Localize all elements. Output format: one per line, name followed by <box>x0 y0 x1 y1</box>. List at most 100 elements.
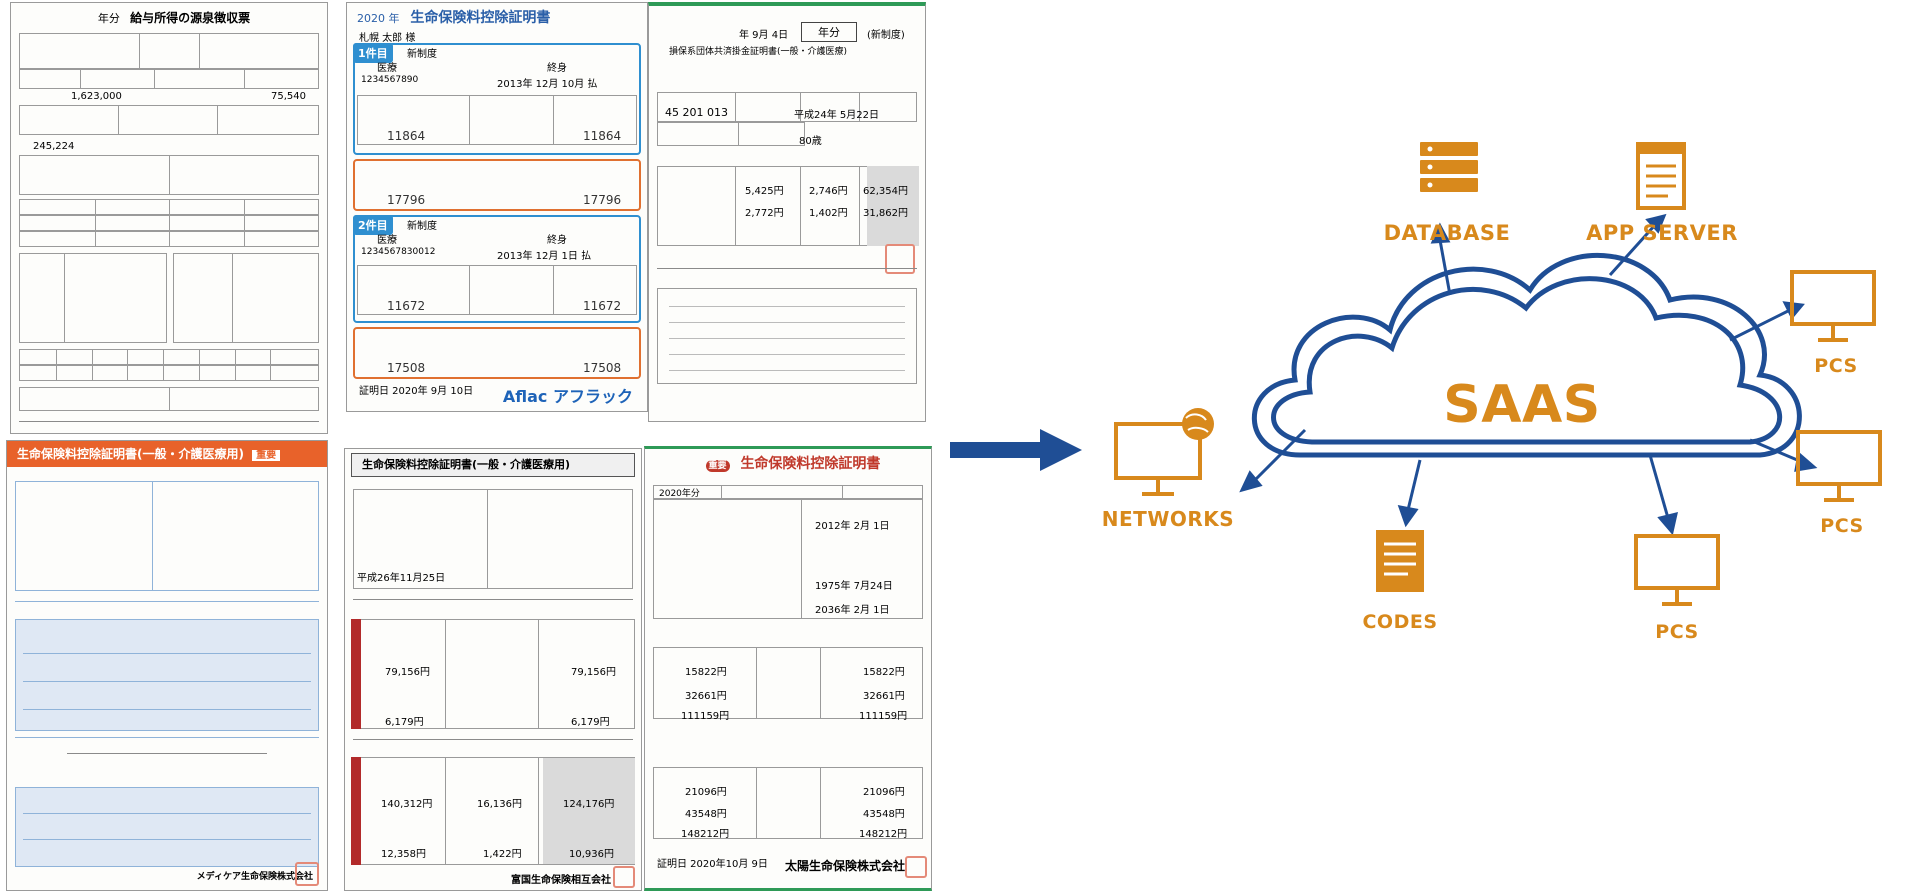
contract-2-date: 2013年 12月 1日 払 <box>497 251 592 262</box>
taiyo-amount-8: 21096円 <box>863 787 905 798</box>
green-cert-row-2b: 1,402円 <box>809 208 848 219</box>
fukoku-amount-10: 10,936円 <box>569 849 614 860</box>
fukoku-amount-3: 6,179円 <box>385 717 424 728</box>
taiyo-amount-1: 15822円 <box>685 667 727 678</box>
codes-label: CODES <box>1362 611 1437 633</box>
taiyo-issue-date: 証明日 2020年10月 9日 <box>657 859 768 870</box>
saas-center-label: SAAS <box>1443 375 1600 435</box>
green-cert-row-2a: 2,772円 <box>745 208 784 219</box>
contract-2-policy-no: 1234567830012 <box>361 247 436 257</box>
withholding-year: 年分 <box>97 12 120 25</box>
contract-1-amount-a: 11864 <box>387 129 426 143</box>
contract-1-term: 終身 <box>547 63 567 74</box>
contract-1-system: 新制度 <box>407 49 437 60</box>
pcs-top-node: PCS <box>1790 270 1876 377</box>
fukoku-amount-7: 124,176円 <box>563 799 615 810</box>
connection-arrows <box>1239 213 1818 536</box>
fukoku-amount-2: 79,156円 <box>571 667 616 678</box>
app-server-label: APP SERVER <box>1586 221 1738 245</box>
green-cert-row-1a: 5,425円 <box>745 186 784 197</box>
codes-node: CODES <box>1362 530 1437 633</box>
withholding-amount-1: 1,623,000 <box>71 91 122 102</box>
contract-2-amount-b: 11672 <box>583 299 622 313</box>
taiyo-title: 生命保険料控除証明書 <box>740 456 881 472</box>
taiyo-pension-start: 2036年 2月 1日 <box>815 605 890 616</box>
saas-cloud <box>1251 252 1802 458</box>
fukoku-certificate: 生命保険料控除証明書(一般・介護医療用) 平成26年11月25日 79,156円… <box>344 448 642 891</box>
contract-2-badge: 2件目 <box>353 215 393 235</box>
contract-2-amount-a: 11672 <box>387 299 426 313</box>
taiyo-amount-10: 43548円 <box>863 809 905 820</box>
fukoku-amount-4: 6,179円 <box>571 717 610 728</box>
pcs-right-node: PCS <box>1796 430 1882 537</box>
fukoku-amount-9: 1,422円 <box>483 849 522 860</box>
contract-1-type: 医療 <box>377 63 397 74</box>
pcs-bottom-label: PCS <box>1655 621 1698 643</box>
taiyo-start-date: 2012年 2月 1日 <box>815 521 890 532</box>
contract-1-badge: 1件目 <box>353 43 393 63</box>
taiyo-amount-3: 32661円 <box>685 691 727 702</box>
fukoku-amount-1: 79,156円 <box>385 667 430 678</box>
green-cert-row-1c: 62,354円 <box>863 186 908 197</box>
taiyo-company: 太陽生命保険株式会社 <box>784 859 905 873</box>
green-cert-title: 損保系団体共済掛金証明書(一般・介護医療) <box>669 47 848 57</box>
fukoku-title: 生命保険料控除証明書(一般・介護医療用) <box>362 458 571 471</box>
monitor-icon <box>1634 534 1720 606</box>
green-cert-period: 80歳 <box>799 136 822 147</box>
taiyo-amount-7: 21096円 <box>685 787 727 798</box>
withholding-amount-3: 245,224 <box>33 141 75 152</box>
pcs-top-label: PCS <box>1814 355 1857 377</box>
orange-cert-title: 生命保険料控除証明書(一般・介護医療用) <box>17 447 244 461</box>
app-server-node: APP SERVER <box>1586 142 1738 245</box>
aflac-issue-date: 証明日 2020年 9月 10日 <box>359 386 474 397</box>
withholding-title: 給与所得の源泉徴収票 <box>130 11 251 25</box>
aflac-deduction-certificate: 2020 年 生命保険料控除証明書 札幌 太郎 様 1件目 新制度 医療 終身 … <box>346 2 648 412</box>
green-cert-contract-no: 45 201 013 <box>665 106 728 119</box>
aflac-title: 生命保険料控除証明書 <box>410 10 551 26</box>
withholding-slip-document: 年分 給与所得の源泉徴収票 1,623,000 75,540 245,224 <box>10 2 328 434</box>
medicare-certificate: 生命保険料控除証明書(一般・介護医療用) 重要 メディケア生命保険株式会社 <box>6 440 328 891</box>
contract-1-amount-b: 11864 <box>583 129 622 143</box>
fukoku-amount-5: 140,312円 <box>381 799 433 810</box>
document-server-icon <box>1636 142 1686 210</box>
taiyo-certificate: 重要 生命保険料控除証明書 2020年分 2012年 2月 1日 1975年 7… <box>644 446 932 891</box>
green-cert-row-2c: 31,862円 <box>863 208 908 219</box>
networks-label: NETWORKS <box>1102 507 1234 531</box>
taiyo-year: 2020年分 <box>659 489 700 499</box>
cooperative-certificate: 年 9月 4日 年分 (新制度) 損保系団体共済掛金証明書(一般・介護医療) 4… <box>648 2 926 422</box>
pcs-bottom-node: PCS <box>1634 534 1720 643</box>
fukoku-amount-8: 12,358円 <box>381 849 426 860</box>
taiyo-birth: 1975年 7月24日 <box>815 581 893 592</box>
taiyo-tag: 重要 <box>705 460 730 472</box>
taiyo-amount-4: 32661円 <box>863 691 905 702</box>
saas-diagram: SAAS DATABASE APP SERVER <box>1102 142 1882 643</box>
fukoku-date-line: 平成26年11月25日 <box>357 573 446 584</box>
taiyo-amount-6: 111159円 <box>859 711 908 722</box>
taiyo-amount-12: 148212円 <box>859 829 908 840</box>
pcs-right-label: PCS <box>1820 515 1863 537</box>
taiyo-amount-2: 15822円 <box>863 667 905 678</box>
withholding-amount-2: 75,540 <box>271 91 306 102</box>
contract-1-policy-no: 1234567890 <box>361 75 419 85</box>
fukoku-amount-6: 16,136円 <box>477 799 522 810</box>
contract-1-amount-c: 17796 <box>387 193 426 207</box>
green-cert-row-1b: 2,746円 <box>809 186 848 197</box>
aflac-holder: 札幌 太郎 様 <box>359 33 416 44</box>
orange-cert-tag: 重要 <box>252 450 281 461</box>
contract-2-amount-c: 17508 <box>387 361 426 375</box>
aflac-year: 2020 年 <box>357 12 400 25</box>
taiyo-amount-11: 148212円 <box>681 829 730 840</box>
contract-2-type: 医療 <box>377 235 397 246</box>
code-file-icon <box>1376 530 1424 592</box>
green-cert-system: (新制度) <box>867 30 905 41</box>
contract-1-amount-d: 17796 <box>583 193 622 207</box>
contract-2-term: 終身 <box>547 235 567 246</box>
transition-arrow <box>950 429 1082 471</box>
database-node: DATABASE <box>1384 142 1510 245</box>
medicare-company: メディケア生命保険株式会社 <box>196 872 313 882</box>
contract-2-system: 新制度 <box>407 221 437 232</box>
green-cert-year-box: 年分 <box>801 22 857 42</box>
taiyo-amount-9: 43548円 <box>685 809 727 820</box>
green-cert-contract-date: 平成24年 5月22日 <box>794 110 879 121</box>
monitor-icon <box>1796 430 1882 502</box>
